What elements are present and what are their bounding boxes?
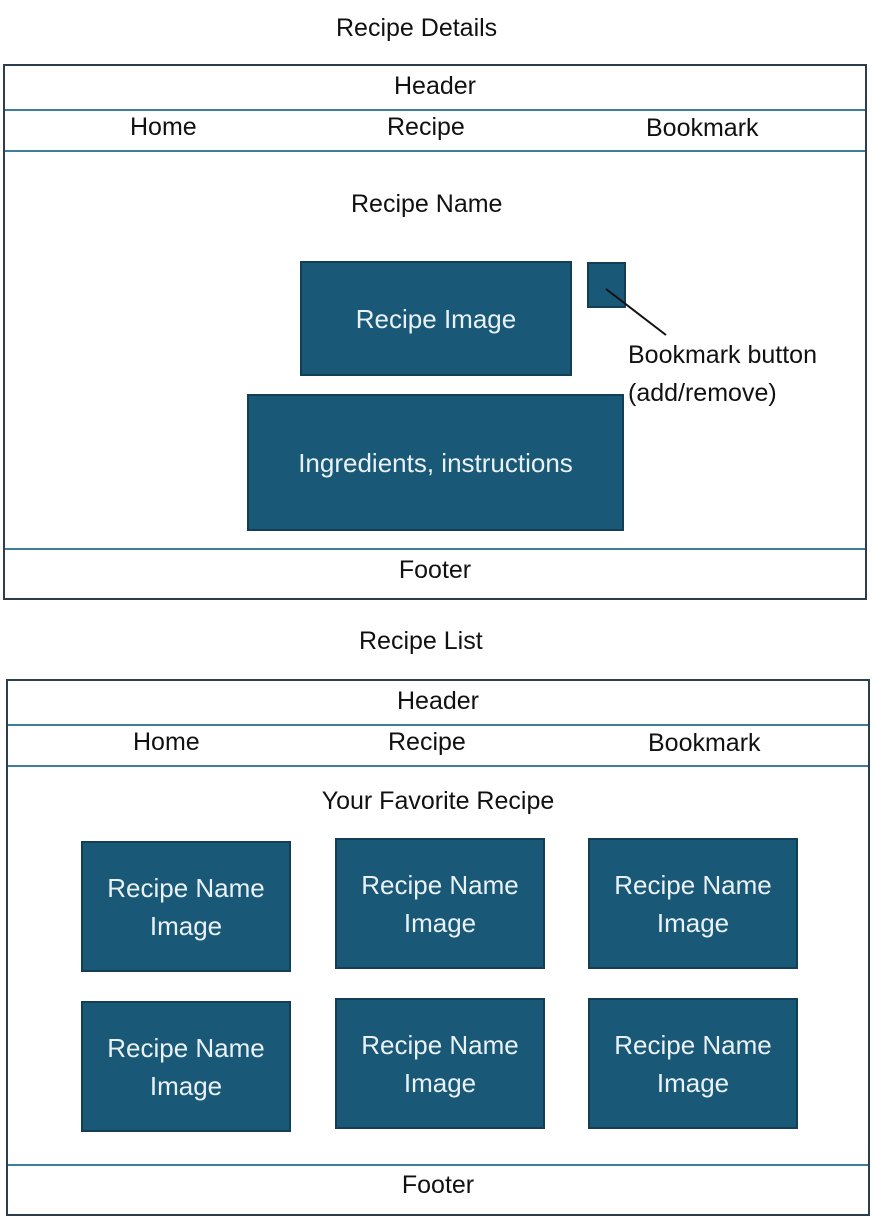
list-footer-divider — [8, 1164, 868, 1166]
details-footer-divider — [5, 548, 865, 550]
recipe-card-image-label: Image — [149, 910, 223, 941]
list-nav-divider — [8, 765, 868, 767]
list-nav-bookmark[interactable]: Bookmark — [648, 729, 761, 757]
details-header-divider — [5, 109, 865, 111]
details-nav-divider — [5, 150, 865, 152]
details-recipe-image-label: Recipe Image — [355, 303, 517, 334]
recipe-card-name: Recipe Name — [361, 869, 519, 900]
details-nav-home[interactable]: Home — [130, 113, 197, 141]
details-recipe-image: Recipe Image — [300, 261, 572, 376]
recipe-card-name: Recipe Name — [107, 872, 265, 903]
bookmark-callout-line2: (add/remove) — [628, 379, 777, 407]
details-recipe-name: Recipe Name — [351, 190, 503, 218]
list-footer: Footer — [401, 1171, 475, 1199]
recipe-card-image-label: Image — [403, 907, 477, 938]
details-wireframe-title: Recipe Details — [336, 14, 498, 42]
details-ingredients-label: Ingredients, instructions — [298, 447, 573, 478]
bookmark-button[interactable] — [587, 262, 626, 308]
details-footer: Footer — [398, 556, 472, 584]
details-nav-bookmark[interactable]: Bookmark — [646, 114, 759, 142]
list-nav-recipe[interactable]: Recipe — [388, 728, 466, 756]
bookmark-callout-label: Bookmark button (add/remove) — [628, 336, 817, 412]
details-ingredients-block: Ingredients, instructions — [247, 394, 624, 531]
recipe-card-image-label: Image — [149, 1070, 223, 1101]
recipe-card-name: Recipe Name — [107, 1032, 265, 1063]
bookmark-callout-line1: Bookmark button — [628, 341, 817, 369]
recipe-card-name: Recipe Name — [614, 869, 772, 900]
recipe-card-name: Recipe Name — [361, 1029, 519, 1060]
bookmark-callout-line — [605, 288, 667, 336]
recipe-card-image-label: Image — [403, 1067, 477, 1098]
list-header: Header — [397, 687, 479, 715]
list-page-frame: Header Home Recipe Bookmark Your Favorit… — [6, 679, 870, 1216]
recipe-card-image-label: Image — [656, 907, 730, 938]
list-header-divider — [8, 724, 868, 726]
details-nav-recipe[interactable]: Recipe — [387, 113, 465, 141]
list-wireframe-title: Recipe List — [359, 627, 483, 655]
list-subtitle: Your Favorite Recipe — [321, 787, 555, 815]
details-header: Header — [394, 72, 476, 100]
recipe-card-image-label: Image — [656, 1067, 730, 1098]
recipe-card-name: Recipe Name — [614, 1029, 772, 1060]
list-nav-home[interactable]: Home — [133, 728, 200, 756]
details-page-frame: Header Home Recipe Bookmark Recipe Name … — [3, 64, 867, 600]
